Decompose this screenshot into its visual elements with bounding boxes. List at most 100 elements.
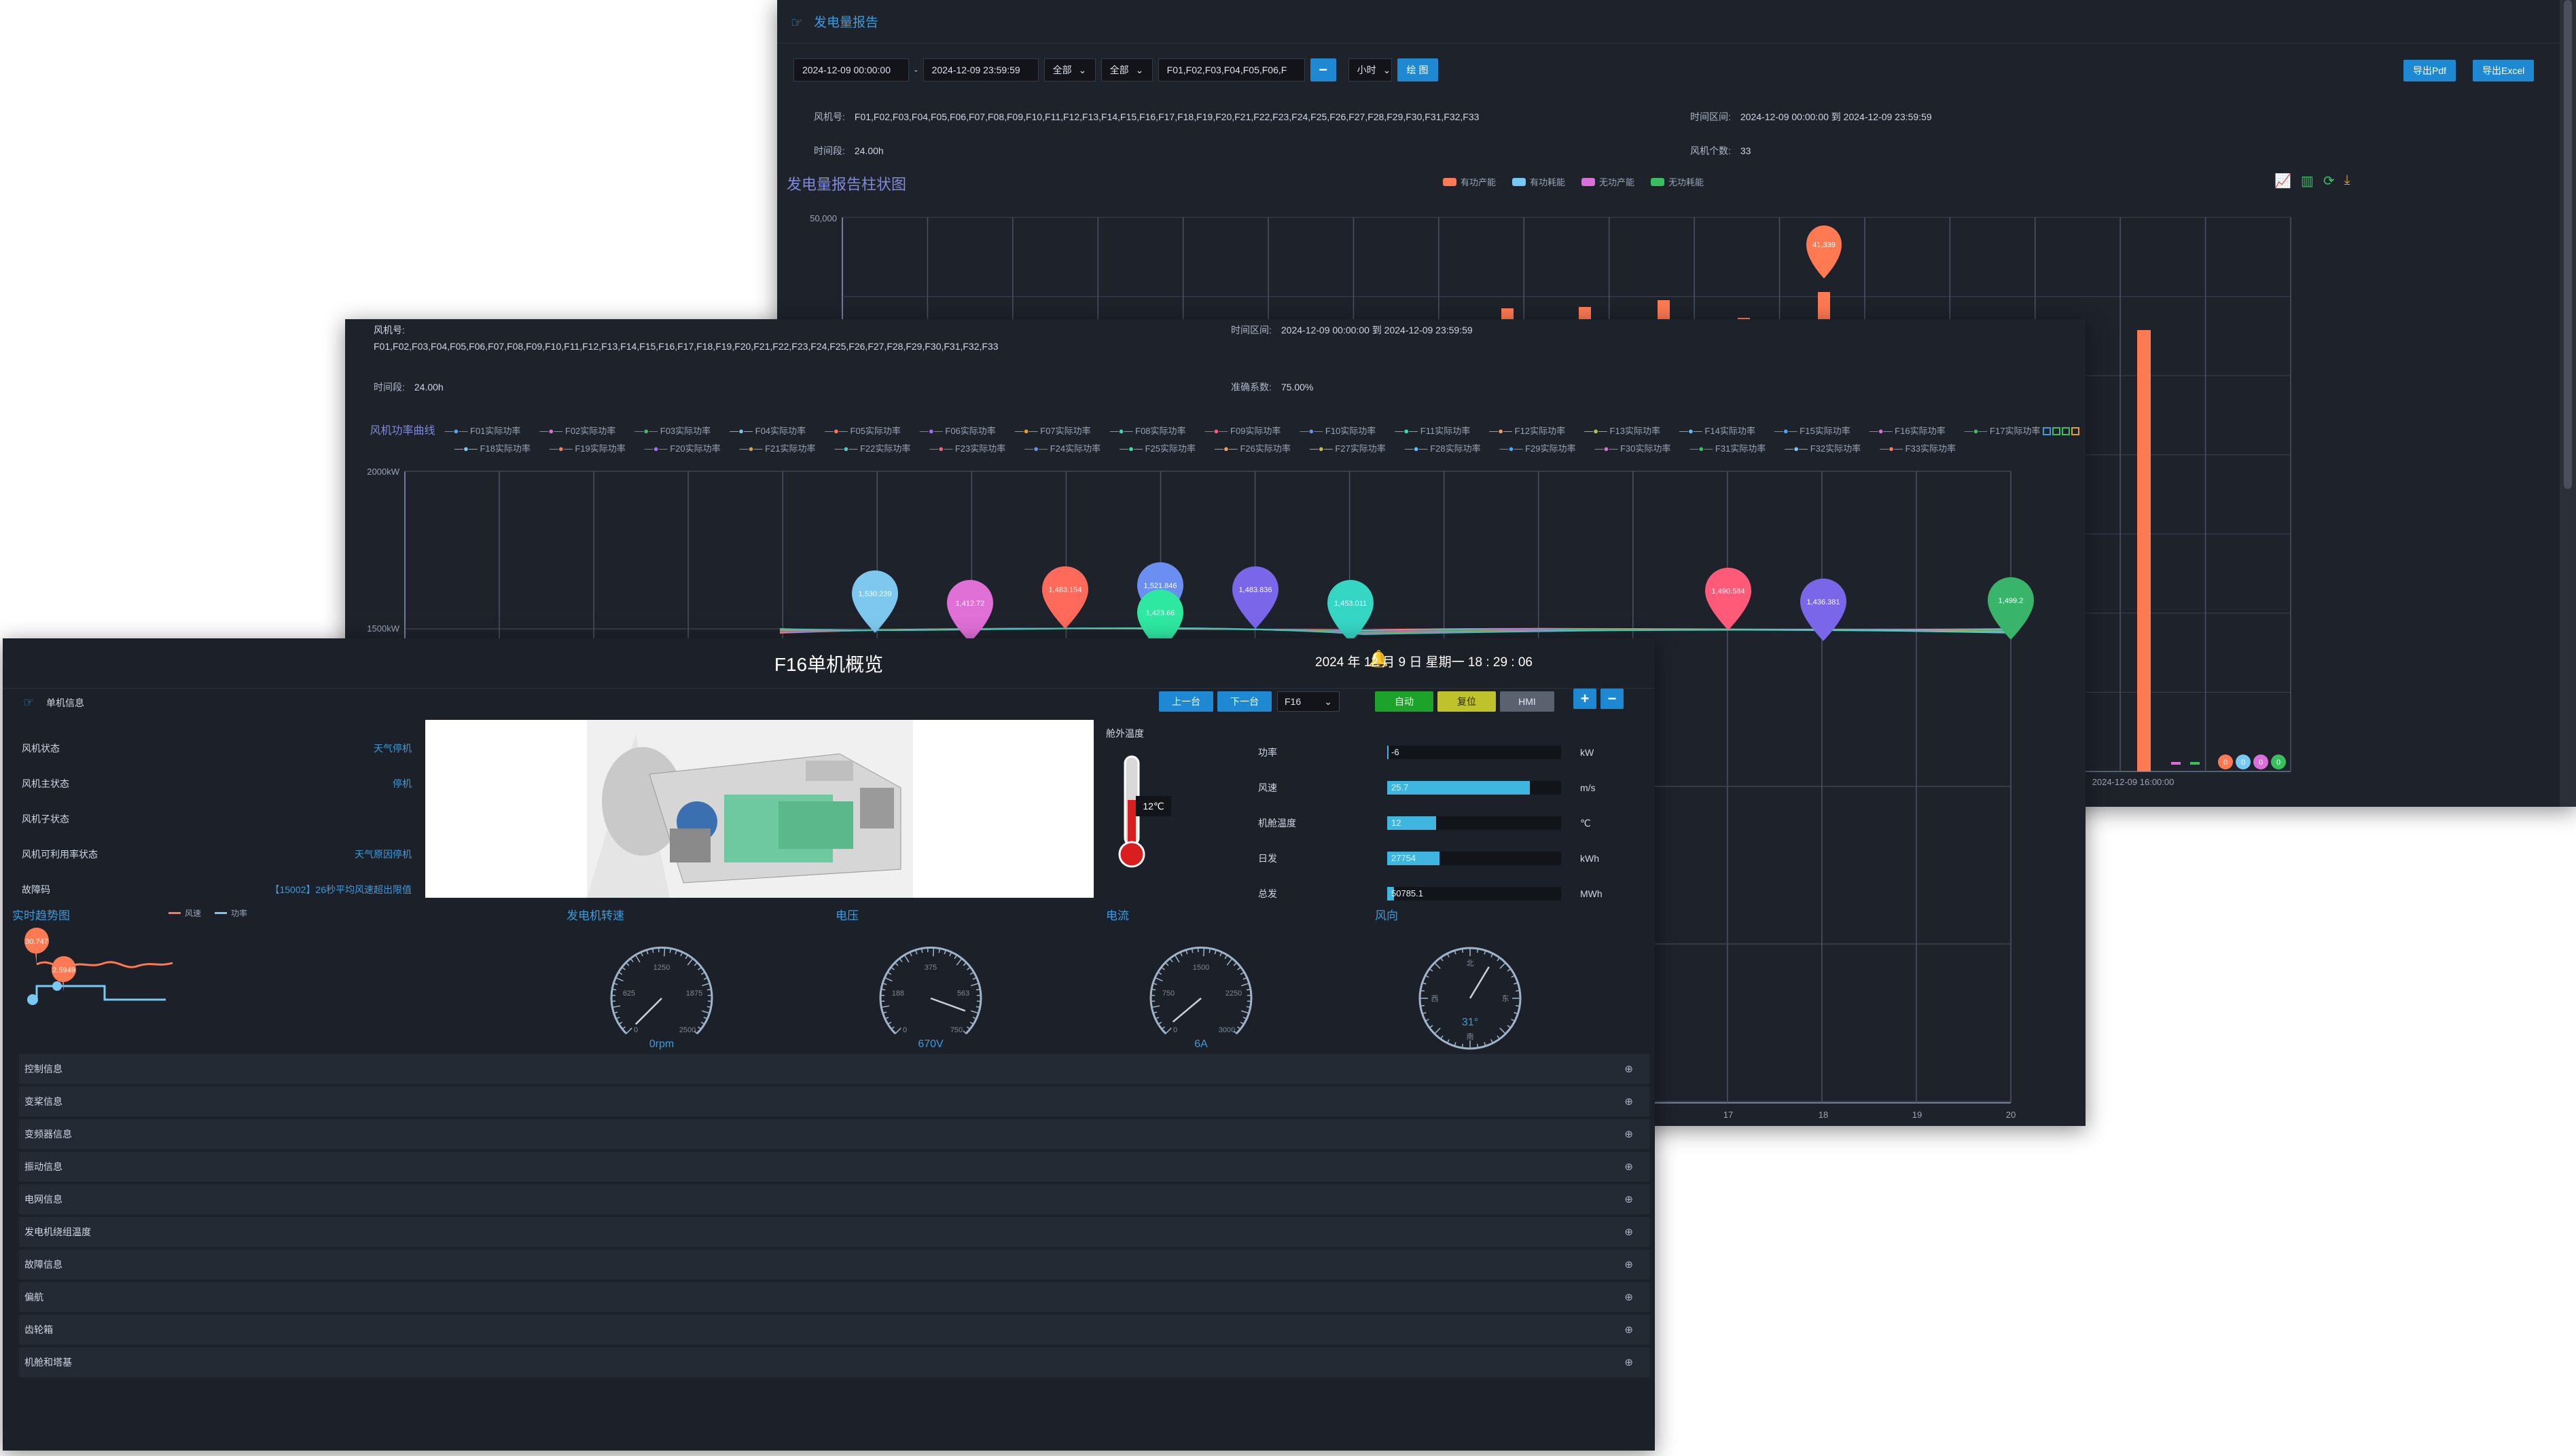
filter-select-1[interactable]: 全部 [1043,58,1096,81]
bar-chart-icon[interactable]: ▥ [2300,174,2314,189]
report-legend-swatch [1443,177,1456,186]
gauge-tick [887,972,892,975]
report-info-duration-label: 时间段: [814,145,845,156]
curve-legend-item[interactable]: —●— F02实际功率 [539,426,625,436]
curve-legend-item[interactable]: —●— F24实际功率 [1024,443,1110,454]
curve-legend-item[interactable]: —●— F13实际功率 [1584,426,1670,436]
interval-select[interactable]: 小时 [1348,58,1392,81]
report-zero-label: 0 [2276,759,2280,767]
curve-tool-icon[interactable] [2043,427,2051,435]
curve-legend-item[interactable]: —●— F04实际功率 [730,426,815,436]
unit-select[interactable]: F16⌄ [1277,691,1340,712]
expand-icon[interactable]: ⊕ [1624,1161,1633,1173]
curve-tool-icon[interactable] [2052,427,2060,435]
report-bar[interactable] [1579,307,1591,319]
accordion-item[interactable]: 控制信息⊕ [19,1054,1649,1084]
accordion-item[interactable]: 齿轮箱⊕ [19,1315,1649,1345]
accordion-item[interactable]: 偏航⊕ [19,1282,1649,1312]
end-time-input[interactable]: 2024-12-09 23:59:59 [923,58,1039,81]
curve-legend-item[interactable]: —●— F05实际功率 [825,426,910,436]
accordion-item[interactable]: 变频器信息⊕ [19,1119,1649,1149]
curve-legend-item[interactable]: —●— F01实际功率 [445,426,531,436]
curve-legend-item[interactable]: —●— F08实际功率 [1110,426,1196,436]
curve-legend-item[interactable]: —●— F19实际功率 [550,443,635,454]
report-scrollbar[interactable] [2560,0,2576,807]
download-icon[interactable]: ⤓ [2344,172,2350,187]
report-bar[interactable] [1818,292,1830,319]
expand-icon[interactable]: ⊕ [1624,1194,1633,1205]
expand-icon[interactable]: ⊕ [1624,1063,1633,1075]
accordion-item[interactable]: 故障信息⊕ [19,1250,1649,1279]
curve-legend-item[interactable]: —●— F18实际功率 [454,443,540,454]
curve-legend-item[interactable]: —●— F27实际功率 [1310,443,1395,454]
report-bar[interactable] [1658,300,1670,319]
curve-legend-item[interactable]: —●— F06实际功率 [920,426,1005,436]
curve-legend-item[interactable]: —●— F25实际功率 [1120,443,1205,454]
curve-tool-icon[interactable] [2062,427,2070,435]
curve-legend-item[interactable]: —●— F11实际功率 [1395,426,1480,436]
prev-unit-button[interactable]: 上一台 [1159,691,1213,712]
report-legend-item[interactable]: 有功耗能 [1512,175,1565,188]
curve-legend-item[interactable]: —●— F17实际功率 [1965,426,2050,436]
curve-legend-item[interactable]: —●— F26实际功率 [1215,443,1300,454]
expand-icon[interactable]: ⊕ [1624,1324,1633,1336]
curve-legend-item[interactable]: —●— F32实际功率 [1785,443,1870,454]
accordion-item[interactable]: 机舱和塔基⊕ [19,1347,1649,1377]
gauge-tick [1429,968,1433,972]
curve-legend-item[interactable]: —●— F31实际功率 [1689,443,1775,454]
reset-button[interactable]: 复位 [1437,691,1496,712]
expand-icon[interactable]: ⊕ [1624,1292,1633,1303]
filter-select-2[interactable]: 全部 [1101,58,1153,81]
curve-legend-item[interactable]: —●— F28实际功率 [1405,443,1490,454]
curve-legend-item[interactable]: —●— F12实际功率 [1489,426,1575,436]
expand-icon[interactable]: ⊕ [1624,1129,1633,1140]
curve-legend-item[interactable]: —●— F21实际功率 [740,443,825,454]
curve-legend-item[interactable]: —●— F33实际功率 [1880,443,1965,454]
accordion-item[interactable]: 振动信息⊕ [19,1152,1649,1182]
export-excel-button[interactable]: 导出Excel [2473,60,2535,81]
auto-mode-button[interactable]: 自动 [1375,691,1433,712]
export-pdf-button[interactable]: 导出Pdf [2403,60,2456,81]
alarm-bell-icon[interactable]: 🔔 [1368,650,1389,668]
turbine-remove-button[interactable]: − [1310,58,1336,81]
report-legend-item[interactable]: 无功产能 [1581,175,1634,188]
expand-icon[interactable]: ⊕ [1624,1259,1633,1271]
report-bar[interactable] [1501,308,1514,319]
turbine-list-input[interactable]: F01,F02,F03,F04,F05,F06,F [1158,58,1305,81]
expand-icon[interactable]: ⊕ [1624,1226,1633,1238]
curve-legend-item[interactable]: —●— F07实际功率 [1015,426,1101,436]
curve-legend-label: F25实际功率 [1145,443,1196,454]
hmi-button[interactable]: HMI [1500,691,1554,712]
zoom-out-button[interactable]: − [1600,689,1624,709]
report-legend-item[interactable]: 有功产能 [1443,175,1496,188]
start-time-input[interactable]: 2024-12-09 00:00:00 [793,58,909,81]
refresh-icon[interactable]: ⟳ [2323,174,2335,189]
report-scrollbar-thumb[interactable] [2564,0,2572,489]
accordion-item[interactable]: 变桨信息⊕ [19,1087,1649,1116]
gauge-tick [970,983,979,987]
accordion-item[interactable]: 发电机绕组温度⊕ [19,1217,1649,1247]
draw-button[interactable]: 绘 图 [1397,58,1438,81]
next-unit-button[interactable]: 下一台 [1217,691,1272,712]
report-bar[interactable] [2137,330,2151,771]
curve-legend-item[interactable]: —●— F16实际功率 [1870,426,1955,436]
status-row: 风机主状态停机 [22,766,412,801]
line-chart-icon[interactable]: 📈 [2274,174,2291,189]
report-legend-item[interactable]: 无功耗能 [1651,175,1704,188]
curve-legend-item[interactable]: —●— F10实际功率 [1300,426,1385,436]
gauge-tick [909,952,912,957]
curve-legend-item[interactable]: —●— F29实际功率 [1500,443,1586,454]
curve-legend-item[interactable]: —●— F23实际功率 [929,443,1015,454]
curve-legend-item[interactable]: —●— F09实际功率 [1205,426,1291,436]
curve-legend-item[interactable]: —●— F14实际功率 [1679,426,1765,436]
curve-legend-item[interactable]: —●— F15实际功率 [1774,426,1860,436]
accordion-item[interactable]: 电网信息⊕ [19,1184,1649,1214]
expand-icon[interactable]: ⊕ [1624,1357,1633,1368]
expand-icon[interactable]: ⊕ [1624,1096,1633,1108]
curve-legend-item[interactable]: —●— F30实际功率 [1595,443,1681,454]
curve-tool-icon[interactable] [2071,427,2079,435]
curve-legend-item[interactable]: —●— F20实际功率 [645,443,730,454]
curve-legend-item[interactable]: —●— F22实际功率 [835,443,920,454]
zoom-in-button[interactable]: + [1573,689,1596,709]
curve-legend-item[interactable]: —●— F03实际功率 [634,426,720,436]
